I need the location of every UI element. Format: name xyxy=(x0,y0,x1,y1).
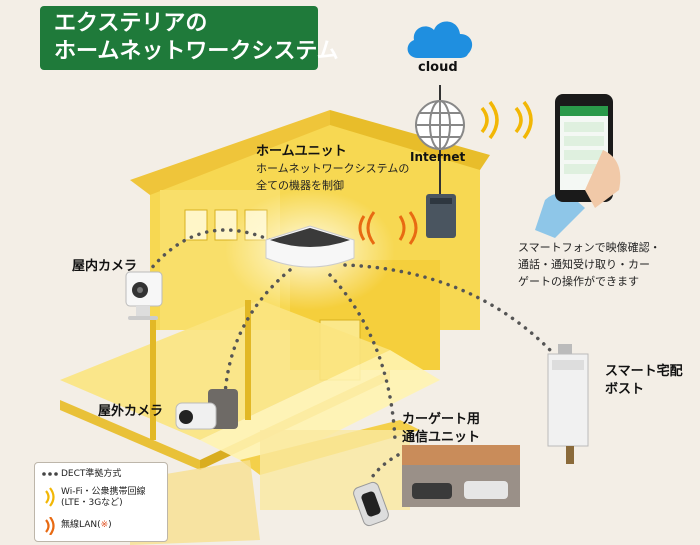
cloud-icon xyxy=(407,21,473,59)
indoor-camera-label: 屋内カメラ xyxy=(72,259,138,274)
outdoor-camera-label: 屋外カメラ xyxy=(98,404,164,419)
smartphone-desc-1: スマートフォンで映像確認・ xyxy=(518,241,661,254)
legend-wlan: 無線LAN(※) xyxy=(41,517,112,535)
legend-dect: DECT準拠方式 xyxy=(41,469,121,480)
home-unit-icon xyxy=(265,225,355,268)
legend-wlan-label: 無線LAN( xyxy=(61,520,101,530)
car-gate-label-2: 通信ユニット xyxy=(402,430,481,445)
indoor-camera-icon xyxy=(125,271,163,320)
legend-wlan-note: ※ xyxy=(100,520,109,530)
car-gate-unit-icon xyxy=(353,481,389,527)
legend-wlan-close: ) xyxy=(108,520,112,530)
dect-links xyxy=(148,228,552,482)
wlan-waves-icon xyxy=(358,211,418,245)
legend-wifi: Wi-Fi・公衆携帯回線 (LTE・3Gなど) xyxy=(41,487,145,509)
smartphone-desc-3: ゲートの操作ができます xyxy=(518,275,639,288)
home-unit-desc-2: 全ての機器を制御 xyxy=(256,179,344,192)
title-line-1: エクステリアの xyxy=(54,11,208,36)
title-banner: エクステリアの ホームネットワークシステム xyxy=(40,6,339,70)
legend-dect-label: DECT準拠方式 xyxy=(61,469,122,479)
legend-wifi-label-2: (LTE・3Gなど) xyxy=(61,498,123,508)
smartphone-desc-2: 通話・通知受け取り・カー xyxy=(518,258,650,271)
globe-icon xyxy=(415,100,465,150)
legend-wifi-label-1: Wi-Fi・公衆携帯回線 xyxy=(61,487,146,497)
home-unit-desc-1: ホームネットワークシステムの xyxy=(256,162,410,175)
car-gate-photo xyxy=(402,445,520,507)
delivery-box-icon xyxy=(547,344,589,464)
smartphone-icon xyxy=(535,94,621,238)
yellow-wave-icon xyxy=(45,487,55,507)
home-unit-title: ホームユニット xyxy=(256,144,347,159)
internet-label: Internet xyxy=(410,150,466,164)
legend: DECT準拠方式 Wi-Fi・公衆携帯回線 (LTE・3Gなど) 無線LAN(※… xyxy=(34,462,168,542)
title-line-2: ホームネットワークシステム xyxy=(54,39,339,64)
cloud-label: cloud xyxy=(418,60,458,75)
router-icon xyxy=(426,194,456,238)
delivery-box-label-2: ボスト xyxy=(605,382,645,397)
house xyxy=(60,110,490,545)
car-gate-label-1: カーゲート用 xyxy=(402,412,481,427)
wifi-waves-icon xyxy=(480,100,533,140)
outdoor-camera-icon xyxy=(175,389,238,430)
dotted-line-icon xyxy=(42,472,58,476)
delivery-box-label-1: スマート宅配 xyxy=(605,364,683,379)
orange-wave-icon xyxy=(45,517,55,535)
